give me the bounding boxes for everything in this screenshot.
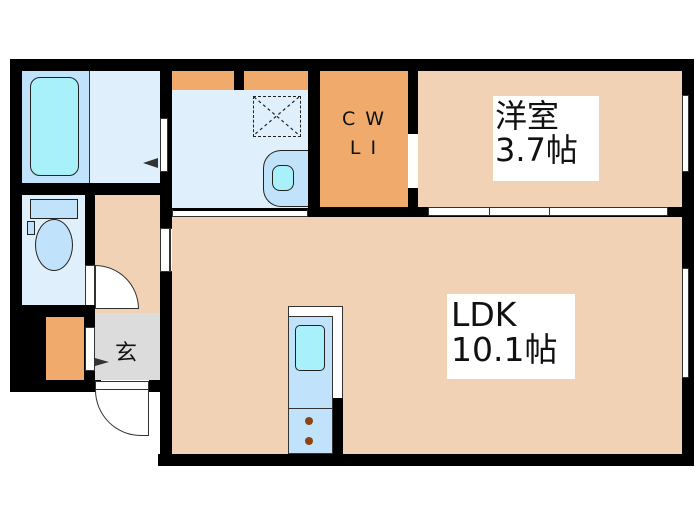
ldk-name: LDK (451, 295, 517, 334)
ldk-label: LDK 10.1帖 (447, 294, 575, 379)
burner-icon (305, 437, 313, 445)
wic-label-line2: L I (349, 137, 379, 159)
shelf-divider (234, 71, 244, 90)
outer-wall-bottom (158, 454, 694, 466)
stove-area (288, 408, 333, 454)
washbasin-icon (263, 150, 308, 207)
outer-wall-top (10, 59, 692, 71)
toilet-tank-icon (30, 199, 78, 219)
toilet-bowl-icon (35, 219, 73, 271)
window-western-room[interactable] (682, 95, 689, 172)
wall-wic-bottom (308, 207, 420, 217)
western-room-size: 3.7帖 (495, 130, 578, 169)
front-door-swing (95, 390, 149, 436)
storage-shelf-right (244, 71, 308, 90)
door-divider (489, 208, 490, 215)
ldk (172, 217, 682, 454)
burner-icon (305, 417, 313, 425)
walk-in-closet (320, 71, 408, 207)
door-arrow-icon (95, 358, 109, 366)
western-room-label: 洋室 3.7帖 (493, 96, 599, 181)
wall-bath-bottom (10, 183, 172, 195)
ldk-size: 10.1帖 (451, 329, 558, 369)
entrance-label: 玄 (115, 341, 138, 366)
basin-bowl-icon (272, 165, 294, 191)
wall-washroom-right (308, 59, 320, 217)
kitchen-wall-stub (333, 398, 343, 454)
entrance (95, 313, 160, 380)
shoe-cabinet-door[interactable] (85, 327, 95, 371)
front-door[interactable] (95, 381, 149, 390)
cross-mark-icon (253, 96, 300, 136)
shoe-cabinet (46, 317, 84, 380)
wic-label-line1: C W (341, 108, 387, 130)
washing-machine-space-icon (253, 96, 301, 137)
wall-entrance-right-bottom (149, 380, 172, 392)
window-ldk[interactable] (682, 268, 689, 378)
storage-shelf-left (172, 71, 234, 90)
door-divider (549, 208, 550, 215)
wall-wic-right-top (408, 59, 418, 134)
sliding-door-washroom[interactable] (172, 208, 308, 217)
toilet-door[interactable] (85, 265, 95, 310)
wall-toilet-right (85, 195, 95, 315)
bath-door[interactable] (160, 118, 168, 172)
kitchen-sink-icon (295, 325, 325, 371)
toilet-paper-icon (27, 221, 35, 235)
bathtub-icon (30, 77, 79, 176)
ldk-door[interactable] (160, 228, 170, 272)
wall-wic-right-bottom (408, 188, 418, 217)
sliding-door-western-room[interactable] (428, 207, 668, 216)
door-arrow-icon (143, 158, 158, 168)
western-room-name: 洋室 (495, 97, 560, 135)
